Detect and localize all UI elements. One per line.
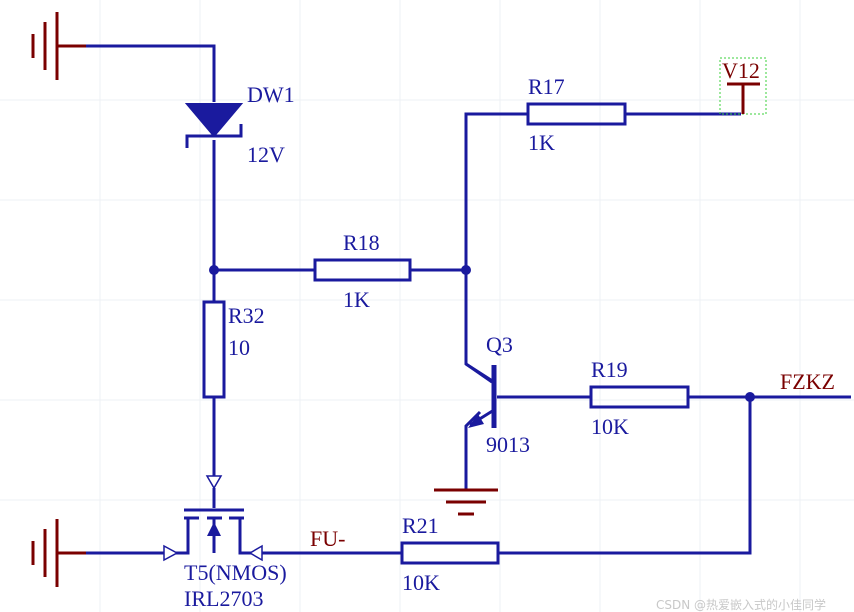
ground-symbol-q3 <box>434 488 498 516</box>
r19-ref: R19 <box>591 357 628 382</box>
dw1-value: 12V <box>247 142 285 167</box>
junction-dot <box>745 392 755 402</box>
resistor-r32[interactable]: R32 10 <box>202 300 265 399</box>
mosfet-t5[interactable]: T5(NMOS) IRL2703 <box>163 475 287 611</box>
transistor-q3[interactable]: Q3 9013 <box>465 332 530 457</box>
watermark-text: CSDN @热爱嵌入式的小佳同学 <box>656 597 826 612</box>
fu-net-label: FU- <box>310 526 345 551</box>
r32-value: 10 <box>228 335 250 360</box>
junctions <box>209 265 755 402</box>
r17-ref: R17 <box>528 74 565 99</box>
ground-symbol-bottom <box>31 519 86 587</box>
r32-ref: R32 <box>228 303 265 328</box>
r18-value: 1K <box>343 287 370 312</box>
junction-dot <box>461 265 471 275</box>
resistor-r21[interactable]: R21 10K <box>400 513 500 595</box>
r18-ref: R18 <box>343 230 380 255</box>
r21-value: 10K <box>402 570 440 595</box>
resistor-r18[interactable]: R18 1K <box>313 230 412 312</box>
q3-value: 9013 <box>486 432 530 457</box>
v12-label: V12 <box>722 58 760 83</box>
t5-ref: T5(NMOS) <box>184 560 287 585</box>
junction-dot <box>209 265 219 275</box>
r17-value: 1K <box>528 130 555 155</box>
power-port-v12[interactable]: V12 <box>719 57 767 115</box>
q3-ref: Q3 <box>486 332 513 357</box>
resistor-r19[interactable]: R19 10K <box>589 357 690 439</box>
fzkz-net-label: FZKZ <box>780 369 835 394</box>
ground-symbol-top <box>31 12 86 80</box>
r21-ref: R21 <box>402 513 439 538</box>
resistor-r17[interactable]: R17 1K <box>526 74 627 155</box>
wires <box>86 44 851 555</box>
t5-value: IRL2703 <box>184 586 263 611</box>
r19-value: 10K <box>591 414 629 439</box>
dw1-ref: DW1 <box>247 82 295 107</box>
zener-diode-dw1[interactable]: DW1 12V <box>184 82 295 167</box>
